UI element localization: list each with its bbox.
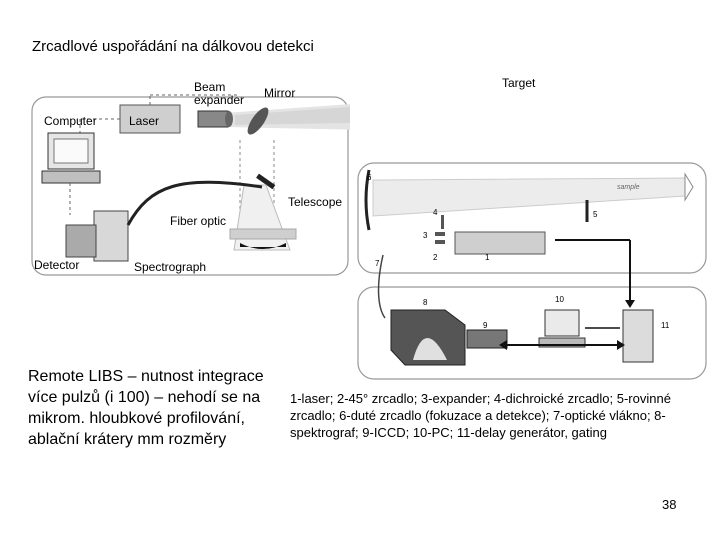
diagram-frame — [31, 96, 349, 276]
computer-label: Computer — [44, 114, 97, 128]
telescope-label: Telescope — [288, 195, 342, 209]
num-8: 8 — [423, 298, 428, 307]
fiber-optic-cable — [126, 180, 263, 226]
page-number: 38 — [662, 497, 677, 512]
num-7: 7 — [375, 259, 380, 268]
laser-label: Laser — [129, 114, 159, 128]
target-label: Target — [502, 76, 536, 90]
num-2: 2 — [433, 253, 438, 262]
num-4: 4 — [433, 208, 438, 217]
iccd-camera — [466, 329, 508, 349]
num-6: 6 — [367, 173, 372, 182]
detector-box — [65, 224, 97, 258]
electronics-frame — [357, 286, 707, 380]
pc-keyboard — [538, 337, 586, 348]
detector-label: Detector — [34, 258, 79, 272]
spectrograph — [390, 309, 466, 366]
telescope-mirror — [240, 243, 286, 249]
slide-title: Zrcadlové uspořádání na dálkovou detekci — [32, 38, 314, 55]
beam-expander — [197, 110, 229, 128]
small-mirror — [256, 173, 276, 190]
num-5: 5 — [593, 210, 598, 219]
optical-fiber — [377, 254, 386, 319]
mirror-label: Mirror — [264, 86, 295, 100]
mirror — [247, 107, 269, 135]
num-1: 1 — [485, 253, 490, 262]
computer-keyboard — [41, 170, 101, 184]
expander-lens — [435, 232, 445, 236]
num-11: 11 — [661, 321, 670, 330]
spectrograph-window — [413, 338, 447, 360]
fiber-optic-label: Fiber optic — [170, 214, 226, 228]
concave-mirror — [364, 169, 371, 231]
pc-monitor — [544, 309, 580, 337]
dichroic-mirror — [441, 215, 444, 229]
remote-libs-right-diagram: sample 1 2 3 4 5 6 7 8 9 10 11 — [357, 162, 707, 380]
optics-frame — [357, 162, 707, 274]
sample-label: sample — [617, 184, 640, 191]
spectrograph-label: Spectrograph — [134, 260, 206, 274]
laser-box — [119, 104, 181, 134]
spectrograph-box — [93, 210, 129, 262]
beam-tip — [684, 172, 694, 202]
num-10: 10 — [555, 295, 564, 304]
delay-generator — [622, 309, 654, 363]
legend-text: 1-laser; 2-45° zrcadlo; 3-expander; 4-di… — [290, 391, 671, 440]
num-3: 3 — [423, 231, 428, 240]
remote-libs-text: Remote LIBS – nutnost integrace více pul… — [28, 368, 264, 448]
left-diagram-right-labels: Target Telescope — [288, 76, 536, 209]
laser-head — [454, 231, 546, 255]
num-9: 9 — [483, 321, 488, 330]
telescope-lens — [229, 228, 297, 240]
